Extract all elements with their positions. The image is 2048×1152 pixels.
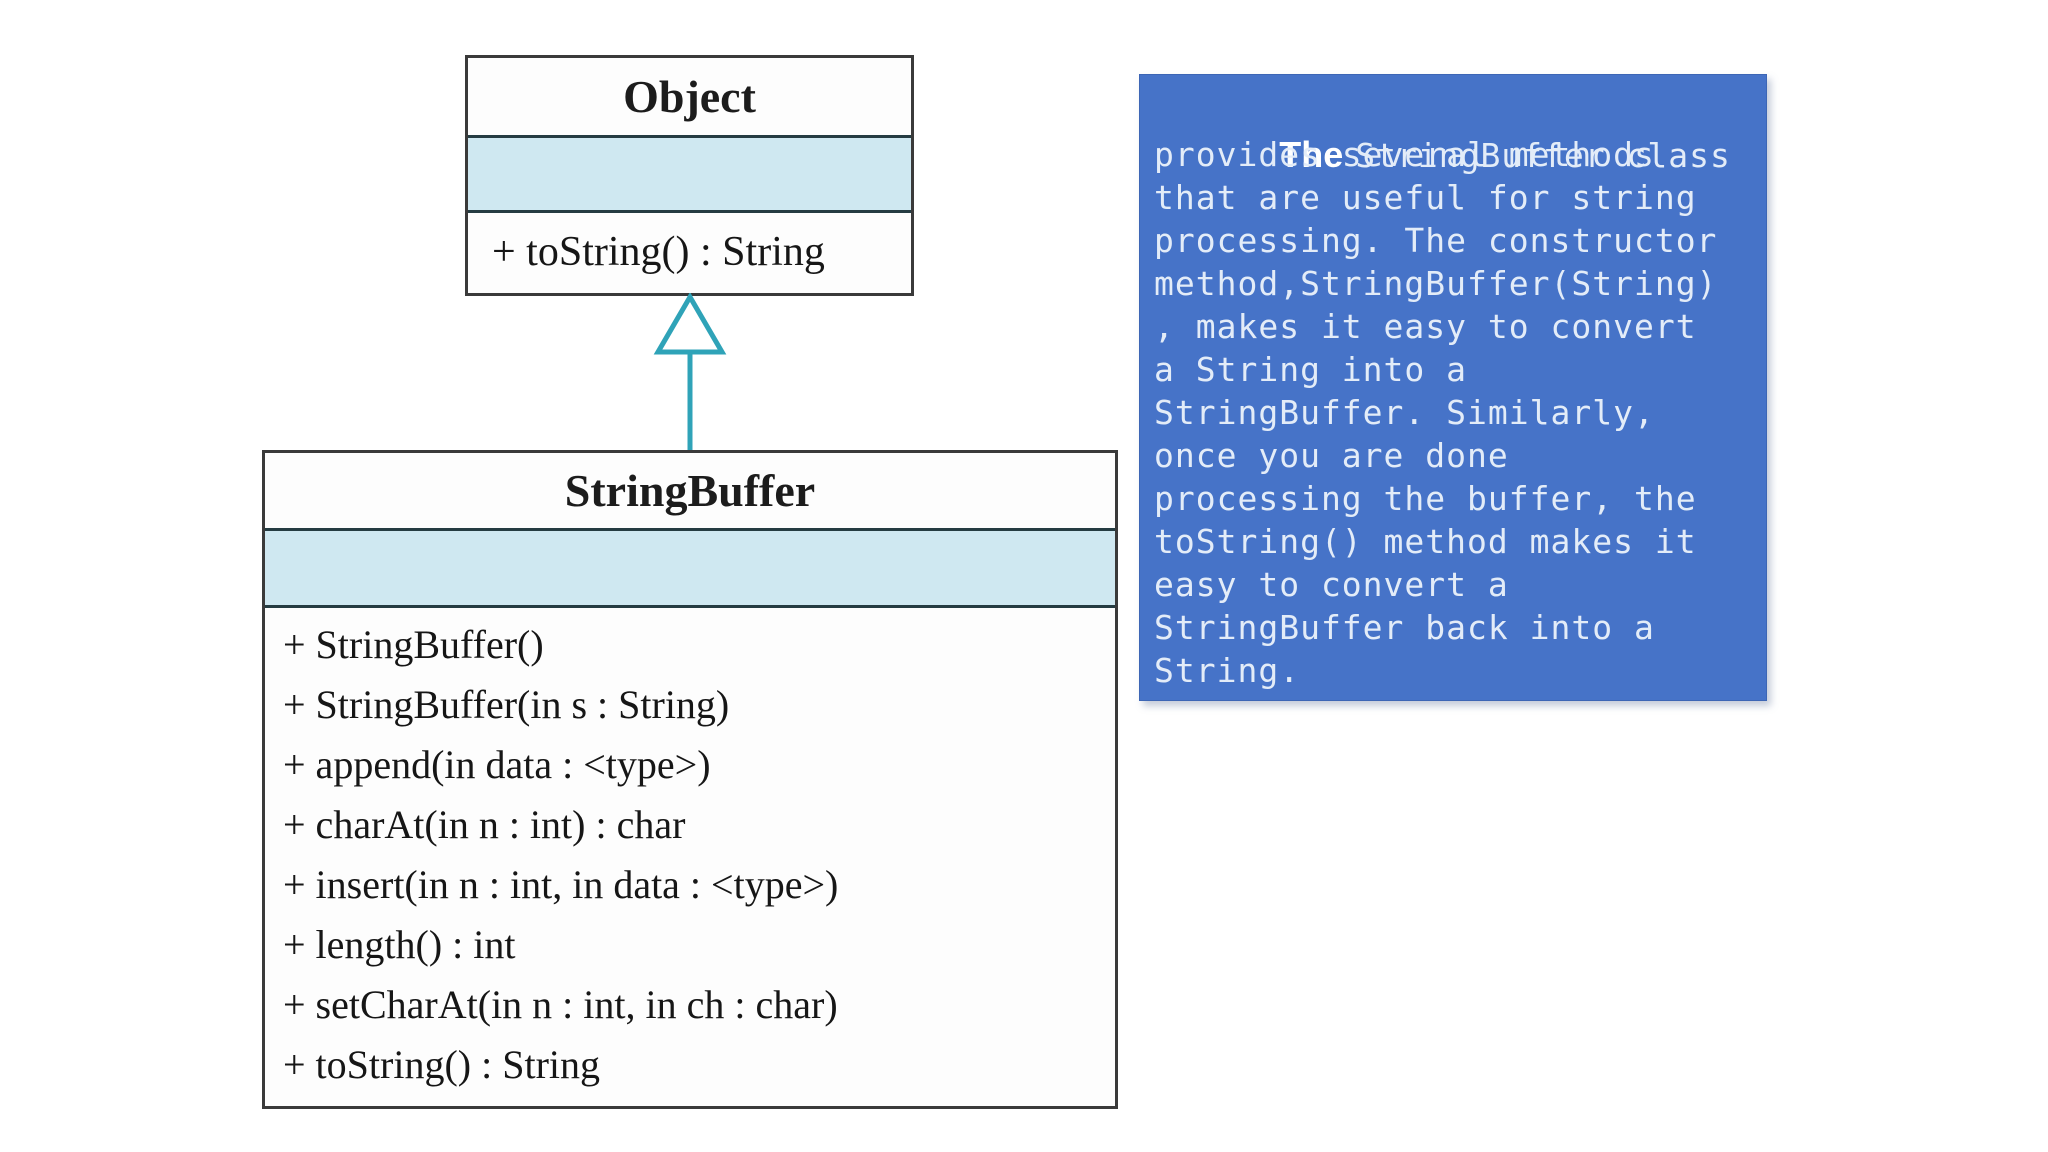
- note-line: a String into a: [1154, 350, 1468, 389]
- inheritance-arrow: [653, 293, 727, 455]
- note-line: toString() method makes it: [1154, 522, 1697, 561]
- object-attributes-section: [468, 135, 911, 213]
- stringbuffer-method: + charAt(in n : int) : char: [283, 801, 686, 847]
- note-line: that are useful for string: [1154, 178, 1697, 217]
- hollow-triangle-arrowhead: [653, 293, 727, 355]
- note-line: , makes it easy to convert: [1154, 307, 1697, 346]
- stringbuffer-method: + toString() : String: [283, 1041, 601, 1087]
- uml-class-stringbuffer: StringBuffer + StringBuffer()+ StringBuf…: [262, 450, 1118, 1109]
- object-method: + toString() : String: [492, 228, 825, 275]
- note-line: processing. The constructor: [1154, 221, 1718, 260]
- stringbuffer-method: + StringBuffer(in s : String): [283, 681, 730, 727]
- note-first-line: The StringBuffer class: [1154, 90, 1756, 175]
- note-line: processing the buffer, the: [1154, 479, 1697, 518]
- stringbuffer-method: + length() : int: [283, 921, 516, 967]
- stringbuffer-method: + append(in data : <type>): [283, 741, 711, 787]
- annotation-note: The StringBuffer class provides several m…: [1139, 74, 1767, 701]
- uml-class-object: Object + toString() : String: [465, 55, 914, 296]
- object-class-title: Object: [623, 71, 756, 122]
- note-body: provides several methods that are useful …: [1154, 133, 1756, 692]
- stringbuffer-method: + setCharAt(in n : int, in ch : char): [283, 981, 838, 1027]
- note-lead-word: The: [1279, 134, 1344, 175]
- note-line: StringBuffer back into a: [1154, 608, 1655, 647]
- stringbuffer-methods-section: + StringBuffer() + StringBuffer(in s : St…: [265, 608, 1115, 1094]
- note-line: easy to convert a: [1154, 565, 1509, 604]
- stringbuffer-attributes-section: [265, 528, 1115, 608]
- note-line: String.: [1154, 651, 1301, 690]
- note-first-line-rest: StringBuffer class: [1355, 136, 1731, 175]
- note-line: StringBuffer. Similarly,: [1154, 393, 1655, 432]
- stringbuffer-method: + StringBuffer(): [283, 621, 544, 667]
- note-line: once you are done: [1154, 436, 1509, 475]
- object-methods-section: + toString() : String: [468, 213, 911, 290]
- note-line: method,StringBuffer(String): [1154, 264, 1718, 303]
- note-line: provides several methods: [1154, 135, 1655, 174]
- stringbuffer-method: + insert(in n : int, in data : <type>): [283, 861, 839, 907]
- stringbuffer-class-title: StringBuffer: [564, 465, 816, 516]
